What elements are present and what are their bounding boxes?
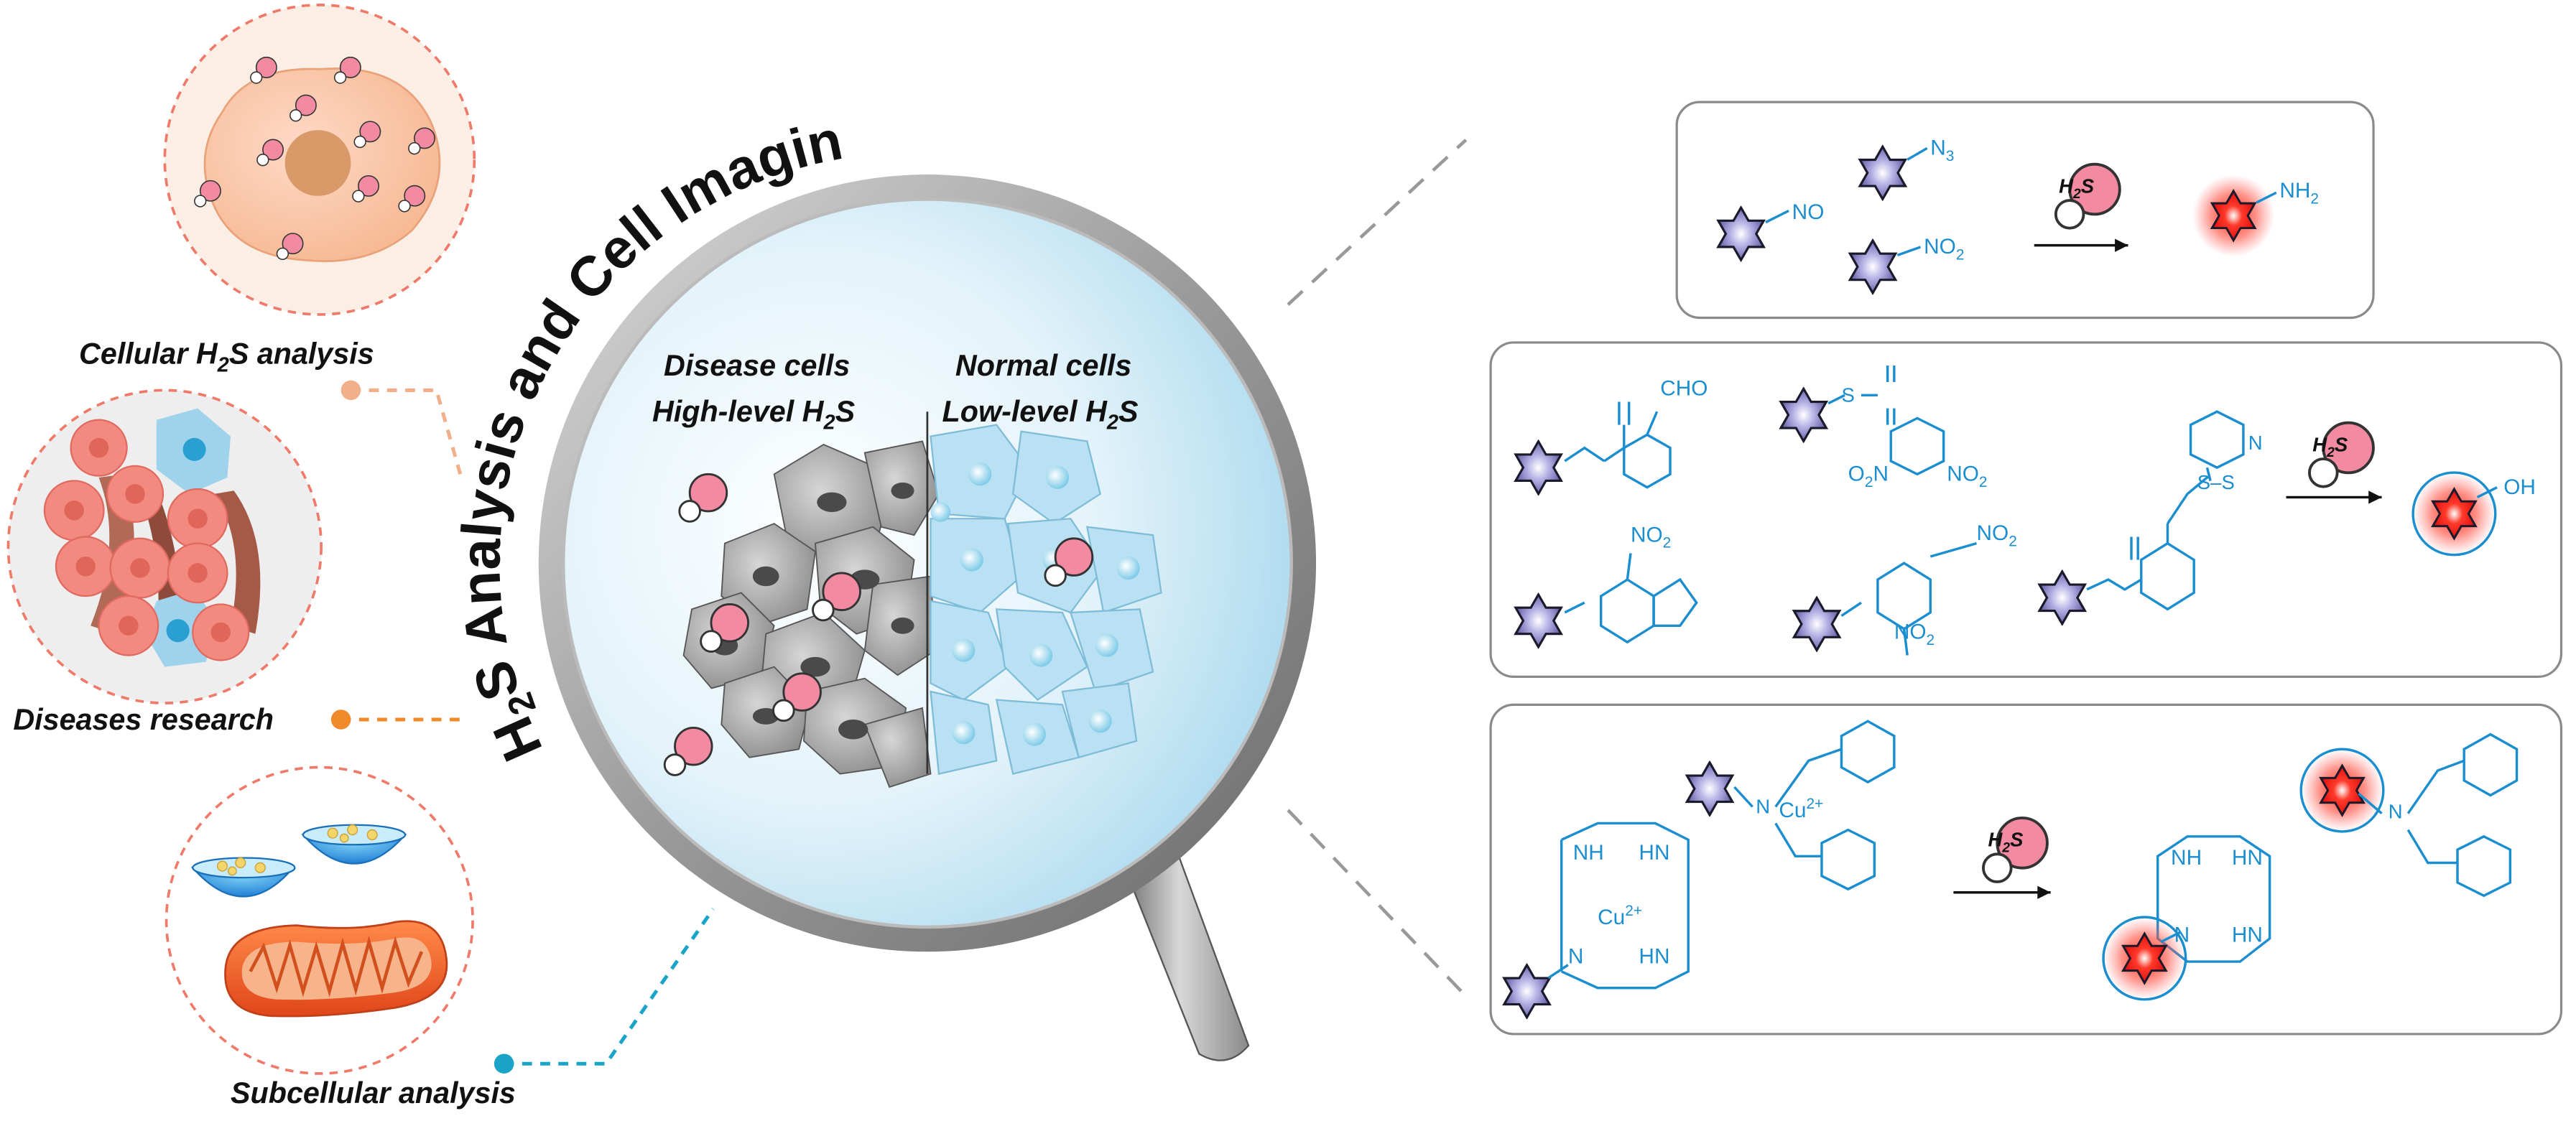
hydroxyl-label: OH bbox=[2503, 474, 2536, 499]
thiolysis-panel bbox=[1514, 366, 2498, 656]
n-label-free: N bbox=[2174, 922, 2190, 947]
h2s-reagent-label-3: H2S bbox=[1988, 828, 2024, 855]
cellular-connector-dot bbox=[340, 380, 361, 401]
nh-label-1: NH bbox=[1572, 839, 1604, 865]
amine-label: NH2 bbox=[2279, 177, 2320, 207]
amine-n-label: N bbox=[1756, 795, 1771, 819]
sulfonyl-s-label: S bbox=[1841, 383, 1855, 407]
disease-cells-cluster bbox=[682, 440, 940, 788]
high-level-h2s-label: High-level H2S bbox=[652, 395, 856, 434]
pyridine-n-label: N bbox=[2248, 431, 2263, 455]
zoom-lines bbox=[1287, 139, 1468, 997]
h2s-reagent-label-1: H2S bbox=[2059, 175, 2095, 202]
subcellular-analysis-label: Subcellular analysis bbox=[231, 1076, 516, 1110]
cu-cyclen-label: Cu2+ bbox=[1598, 902, 1643, 929]
low-level-h2s-label: Low-level H2S bbox=[942, 395, 1139, 434]
h2s-reagent-label-2: H2S bbox=[2312, 433, 2348, 460]
no2-label-4: NO2 bbox=[1976, 520, 2017, 549]
azide-label: N3 bbox=[1930, 135, 1955, 164]
free-amine-n-label: N bbox=[2388, 800, 2403, 824]
subcellular-connector-dot bbox=[494, 1053, 514, 1074]
n-label-cyclen: N bbox=[1567, 943, 1584, 969]
o2n-label: O2N bbox=[1848, 461, 1889, 490]
aldehyde-label: CHO bbox=[1660, 375, 1708, 401]
reaction-panels bbox=[1489, 101, 2563, 1036]
azide-nitro-reduction-panel bbox=[1717, 145, 2277, 294]
cu-complex-label: Cu2+ bbox=[1779, 795, 1824, 822]
connector-lines bbox=[340, 388, 715, 1066]
diseases-research-label: Diseases research bbox=[13, 703, 274, 736]
hn-label-4: HN bbox=[2231, 922, 2263, 947]
hn-label-2: HN bbox=[1639, 943, 1670, 969]
no2-label-2: NO2 bbox=[1947, 461, 1988, 490]
no-label: NO bbox=[1792, 199, 1825, 224]
nitro-label: NO2 bbox=[1924, 233, 1965, 263]
normal-cells-title: Normal cells bbox=[955, 349, 1132, 382]
copper-displacement-panel bbox=[1503, 720, 2519, 1019]
hn-label-1: HN bbox=[1639, 839, 1670, 865]
disease-tissue-illustration bbox=[6, 388, 323, 704]
subcellular-illustration bbox=[165, 766, 474, 1075]
hn-label-3: HN bbox=[2231, 844, 2263, 870]
disulfide-label: S–S bbox=[2197, 470, 2235, 494]
nh-label-2: NH bbox=[2171, 844, 2202, 870]
diseases-connector-dot bbox=[330, 709, 351, 730]
cellular-h2s-label: Cellular H2S analysis bbox=[79, 338, 374, 377]
no2-label-5: NO2 bbox=[1894, 619, 1935, 648]
disease-cells-title: Disease cells bbox=[664, 349, 851, 382]
no2-label-3: NO2 bbox=[1630, 521, 1672, 552]
cellular-analysis-illustration bbox=[163, 4, 476, 316]
